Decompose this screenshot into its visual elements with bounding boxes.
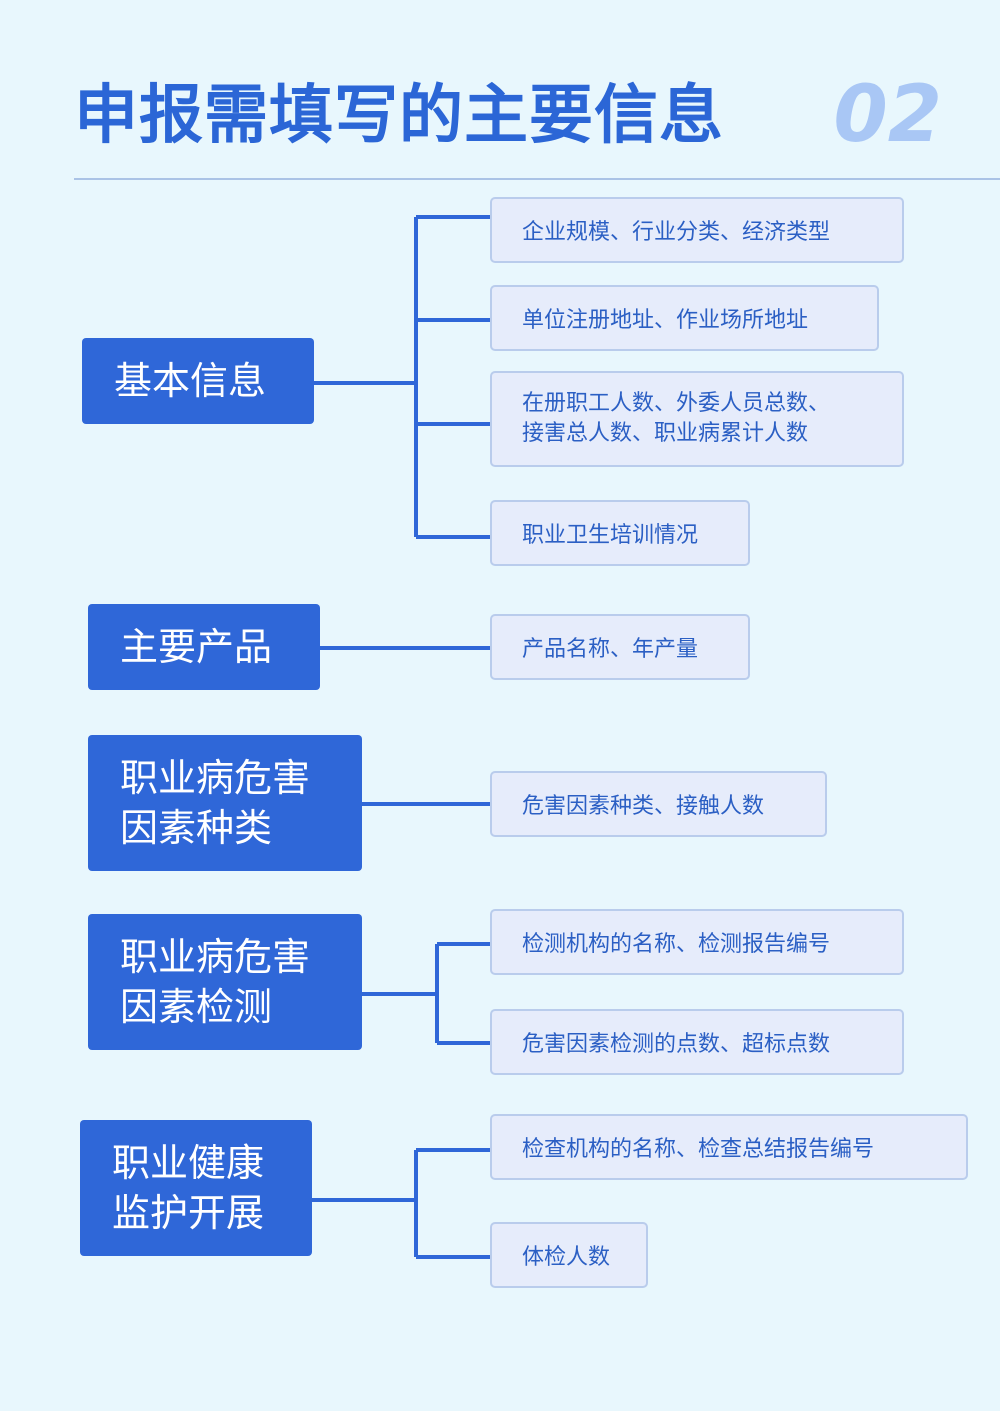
item-basic-info-3: 在册职工人数、外委人员总数、 接害总人数、职业病累计人数: [490, 371, 904, 467]
item-main-products-1: 产品名称、年产量: [490, 614, 750, 680]
item-basic-info-4: 职业卫生培训情况: [490, 500, 750, 566]
category-hazard-testing: 职业病危害 因素检测: [88, 914, 362, 1050]
item-basic-info-2: 单位注册地址、作业场所地址: [490, 285, 879, 351]
item-health-monitoring-1: 检查机构的名称、检查总结报告编号: [490, 1114, 968, 1180]
category-hazard-types: 职业病危害 因素种类: [88, 735, 362, 871]
item-hazard-testing-1: 检测机构的名称、检测报告编号: [490, 909, 904, 975]
item-hazard-testing-2: 危害因素检测的点数、超标点数: [490, 1009, 904, 1075]
item-basic-info-1: 企业规模、行业分类、经济类型: [490, 197, 904, 263]
category-health-monitoring: 职业健康 监护开展: [80, 1120, 312, 1256]
page-title: 申报需填写的主要信息: [74, 79, 724, 153]
title-divider: [74, 178, 1000, 180]
category-main-products: 主要产品: [88, 604, 320, 690]
page-number: 02: [833, 70, 942, 160]
category-basic-info: 基本信息: [82, 338, 314, 424]
item-hazard-types-1: 危害因素种类、接触人数: [490, 771, 827, 837]
item-health-monitoring-2: 体检人数: [490, 1222, 648, 1288]
